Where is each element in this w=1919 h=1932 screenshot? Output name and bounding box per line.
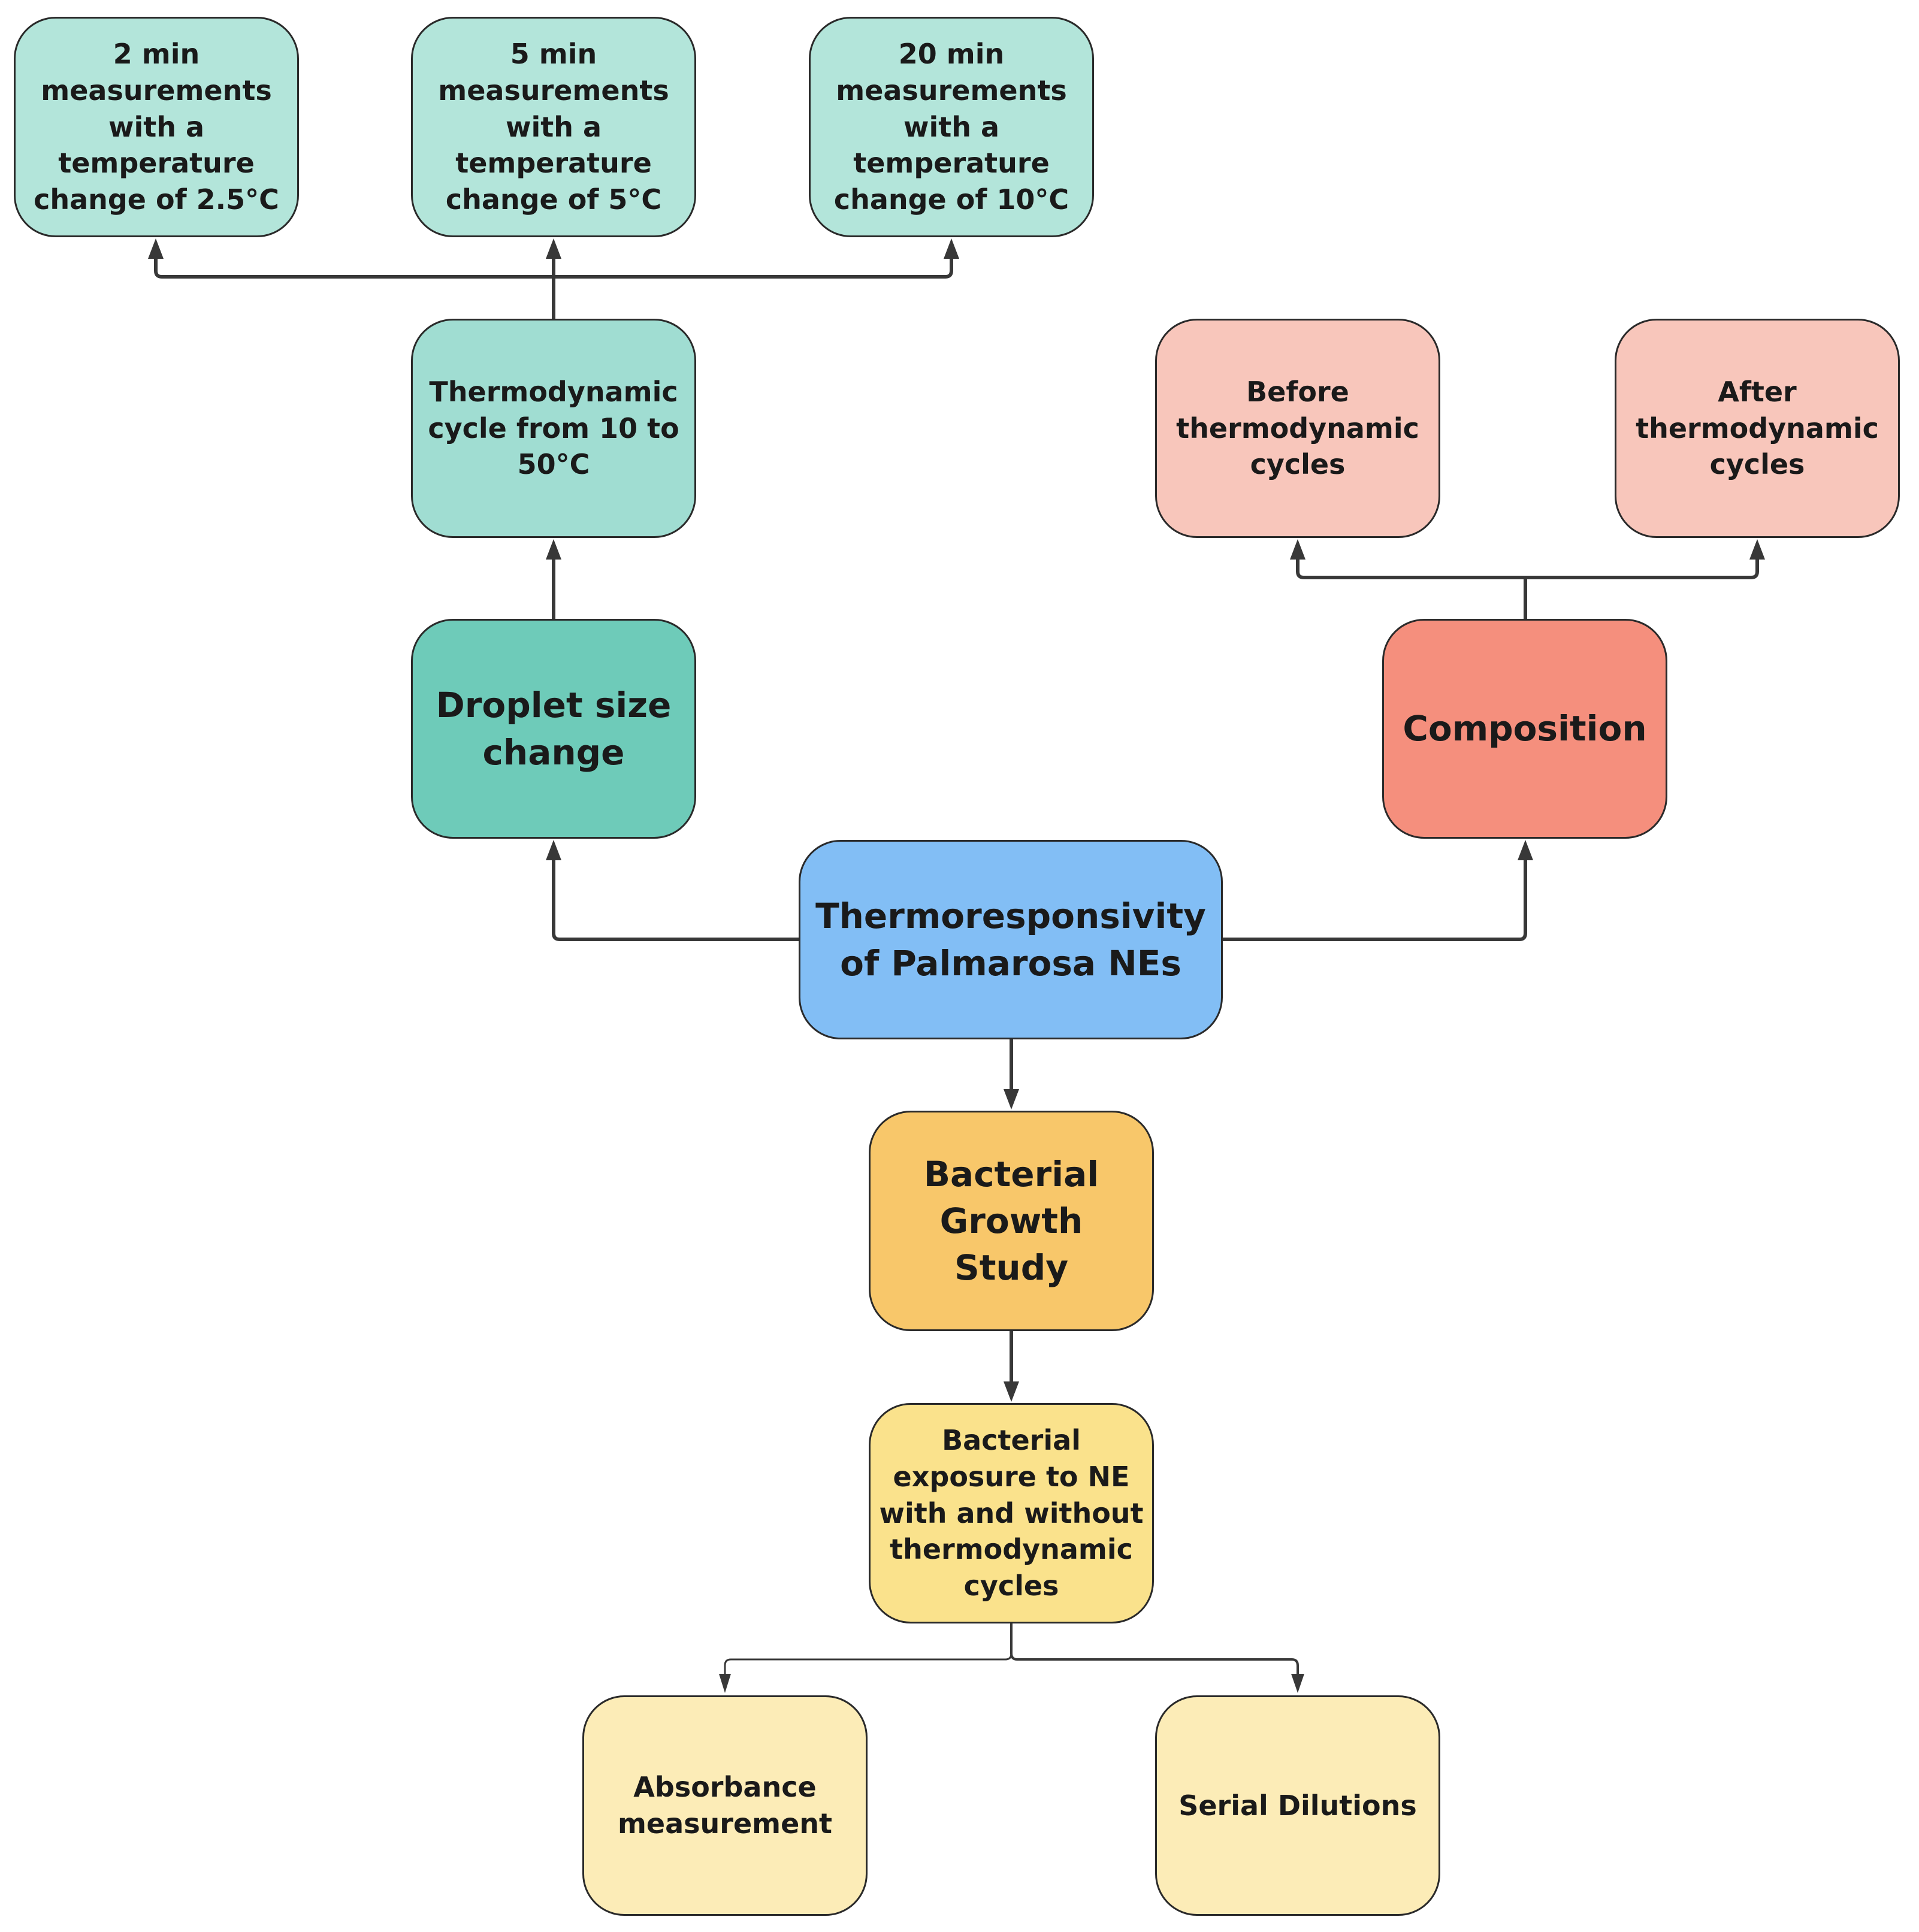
node-bacterial-growth-study: Bacterial Growth Study [869,1111,1154,1331]
connector-exposure-to-absorbance [724,1652,1013,1676]
connector-composition-bus [1296,558,1759,579]
arrowhead-composition [1518,840,1533,860]
arrowhead-absorbance [719,1674,731,1693]
arrowhead-2min [148,238,164,259]
arrowhead-after [1749,539,1765,560]
connector-central-to-droplet [552,858,801,941]
connector-exposure-split [1010,1622,1299,1676]
node-droplet-size-change: Droplet size change [411,619,696,839]
node-20min-measurements: 20 min measurements with a temperature c… [809,17,1094,237]
node-before-cycles: Before thermodynamic cycles [1155,319,1440,538]
node-bacterial-exposure: Bacterial exposure to NE with and withou… [869,1403,1154,1623]
arrowhead-thermo [546,539,561,560]
node-serial-dilutions: Serial Dilutions [1155,1695,1440,1916]
node-thermodynamic-cycle: Thermodynamic cycle from 10 to 50°C [411,319,696,538]
arrowhead-5min [546,238,561,259]
arrowhead-exposure [1004,1381,1019,1402]
arrowhead-before [1290,539,1305,560]
arrowhead-growth [1004,1089,1019,1109]
node-thermoresponsivity: Thermoresponsivity of Palmarosa NEs [799,840,1223,1039]
connector-central-to-composition [1220,858,1527,941]
node-2min-measurements: 2 min measurements with a temperature ch… [14,17,299,237]
node-after-cycles: After thermodynamic cycles [1615,319,1900,538]
arrowhead-droplet [546,840,561,860]
node-5min-measurements: 5 min measurements with a temperature ch… [411,17,696,237]
node-absorbance-measurement: Absorbance measurement [582,1695,868,1916]
arrowhead-20min [944,238,959,259]
arrowhead-serial-dilutions [1291,1674,1304,1693]
node-composition: Composition [1382,619,1667,839]
